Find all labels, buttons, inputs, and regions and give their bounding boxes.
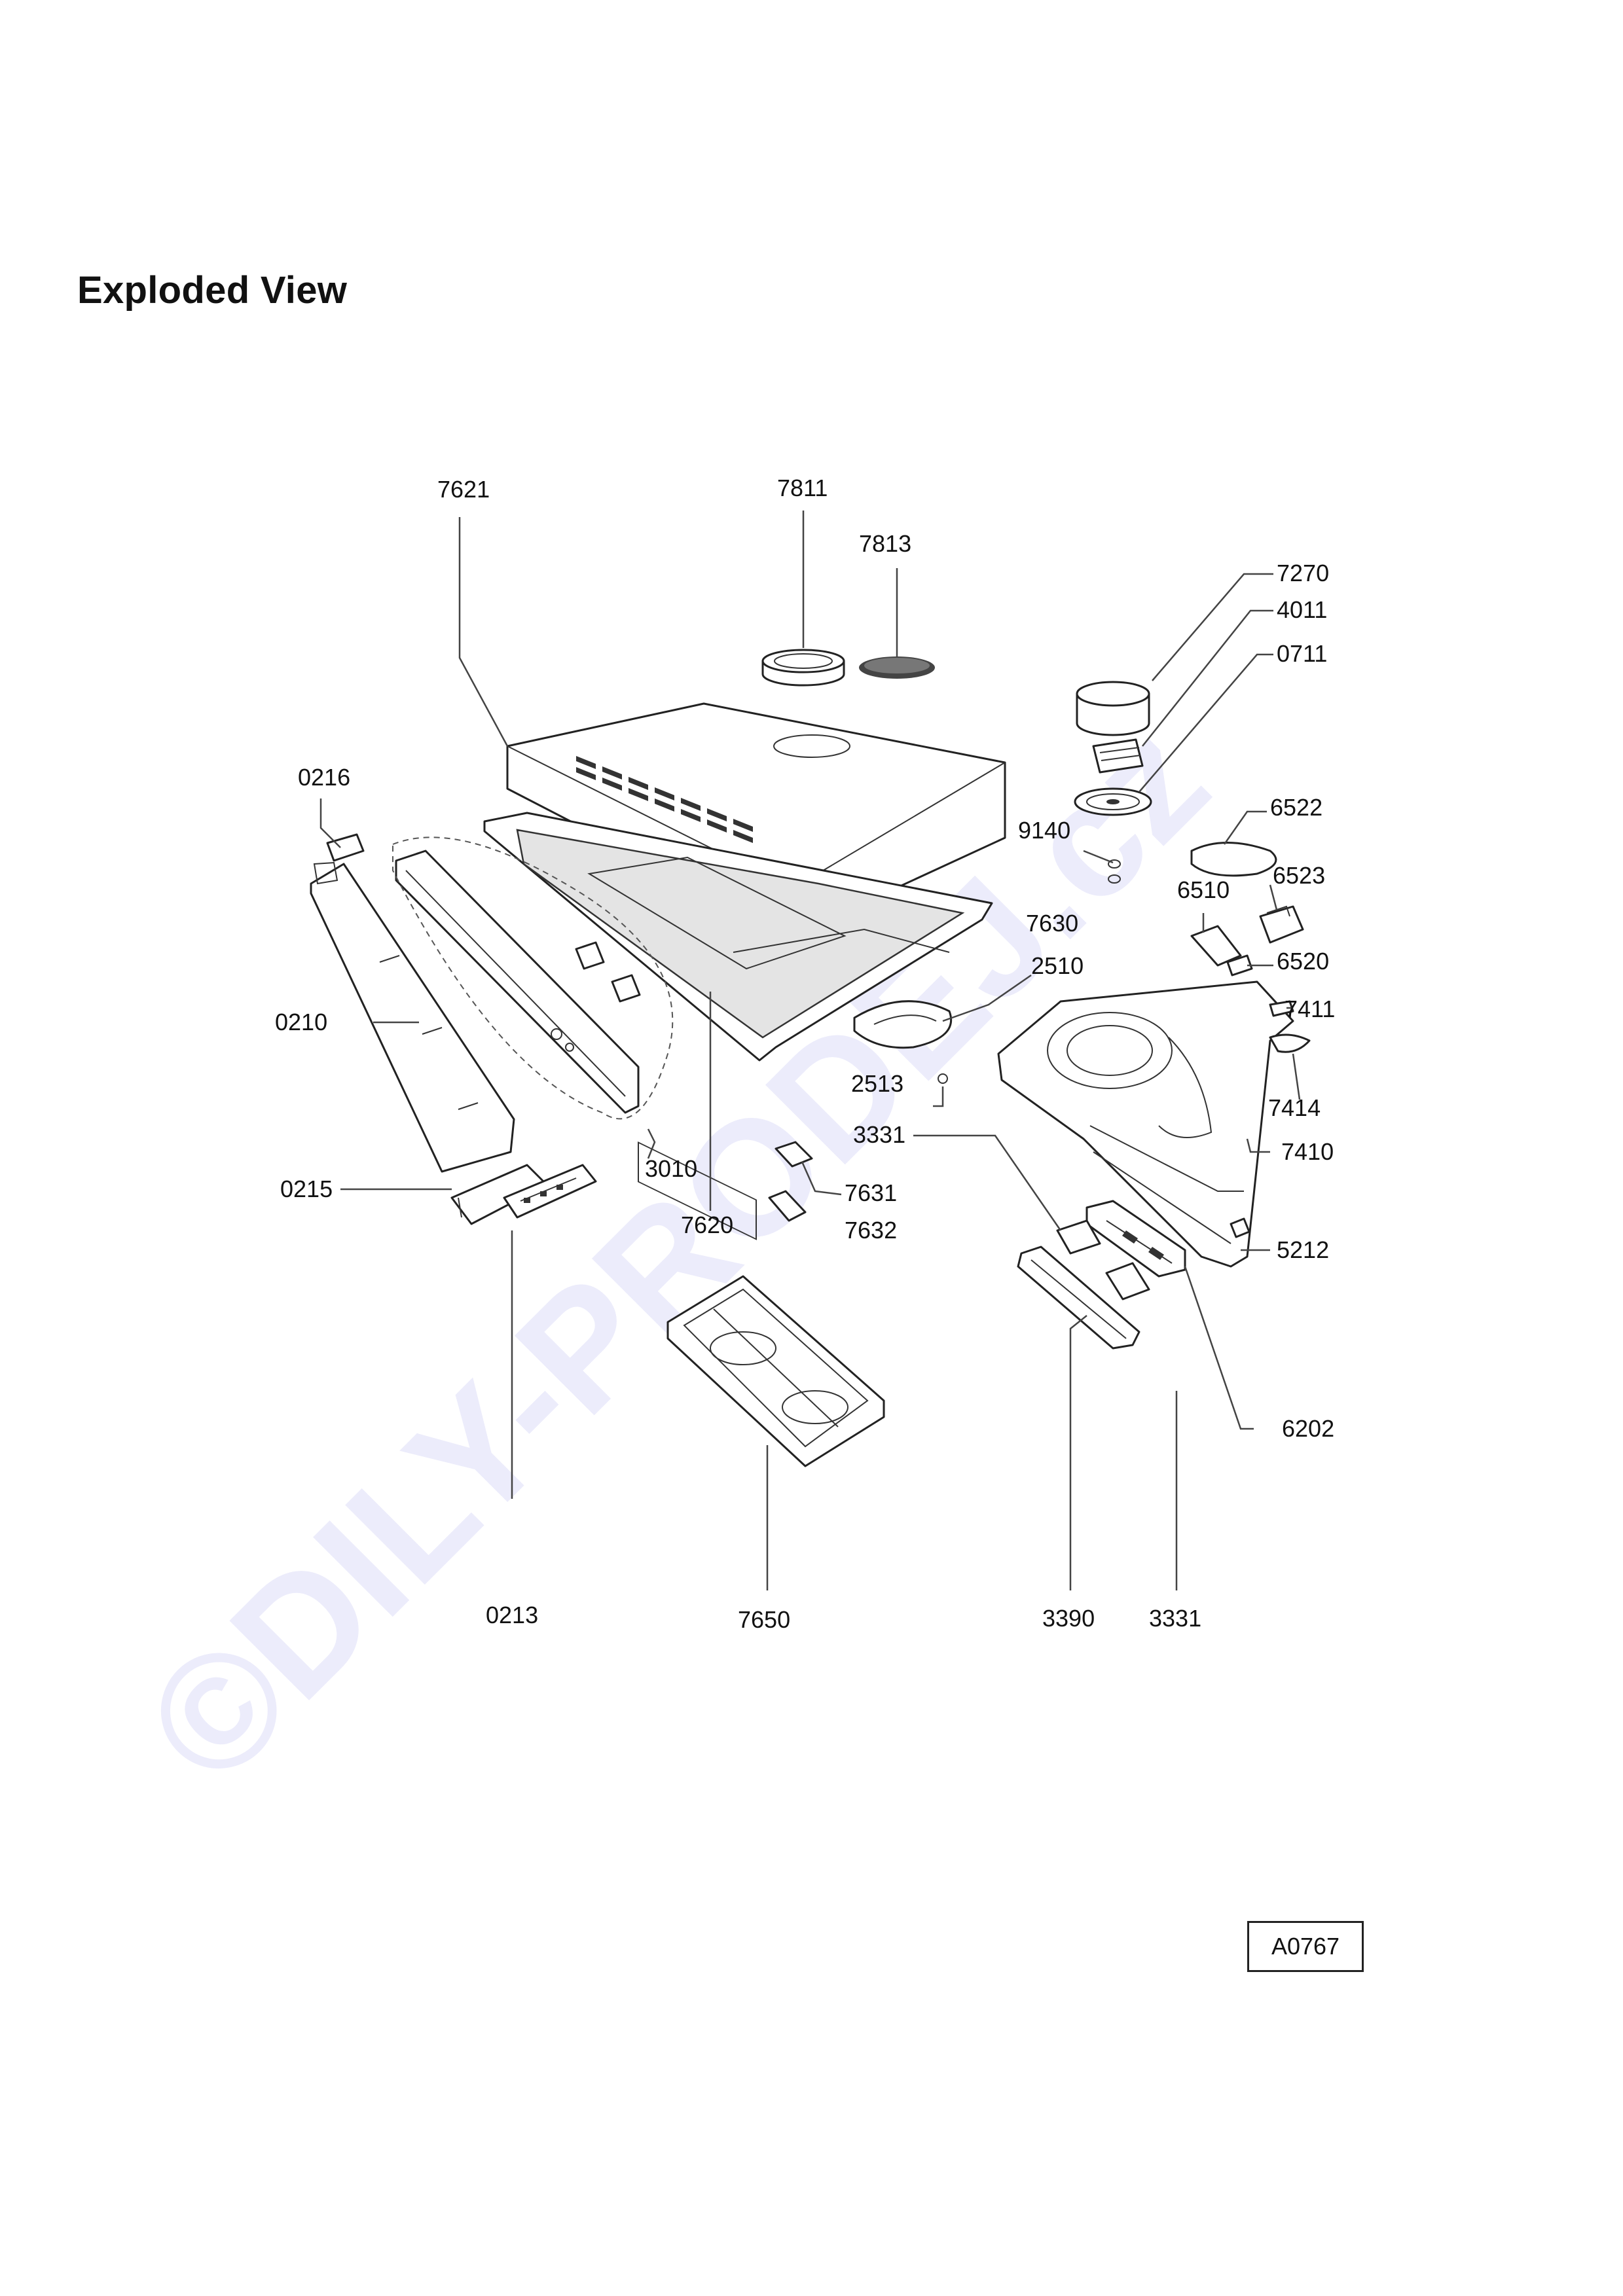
part-7620-bottom-panel	[483, 812, 993, 1062]
hood-vent-slots	[576, 756, 753, 843]
label-7630: 7630	[1026, 910, 1078, 937]
label-7270: 7270	[1277, 560, 1329, 586]
part-7813-filter-disc	[859, 656, 935, 679]
label-6520: 6520	[1277, 948, 1329, 975]
reference-code-box: A0767	[1247, 1921, 1364, 1972]
label-7620: 7620	[681, 1211, 733, 1238]
part-2510-lamp-cover	[853, 1000, 953, 1084]
label-7632: 7632	[845, 1217, 897, 1244]
label-3010: 3010	[645, 1155, 697, 1182]
label-4011: 4011	[1277, 596, 1327, 623]
part-3390-switch-bar	[1017, 1246, 1140, 1350]
part-7414-lever	[1269, 1033, 1311, 1053]
label-6523: 6523	[1273, 862, 1325, 889]
part-7811-collar	[761, 649, 845, 687]
label-0210: 0210	[275, 1009, 327, 1035]
part-7621-hood-body	[506, 702, 1006, 1240]
label-5212: 5212	[1277, 1236, 1329, 1263]
label-7411: 7411	[1285, 996, 1335, 1022]
label-7811: 7811	[777, 475, 828, 501]
part-6523-switch	[1259, 905, 1304, 944]
part-7631-clip	[775, 1141, 813, 1168]
part-0216-bracket	[313, 833, 365, 885]
label-3390: 3390	[1042, 1605, 1095, 1632]
part-3331-switch-lower	[1105, 1262, 1150, 1300]
label-0215: 0215	[280, 1175, 333, 1202]
leader-lines	[319, 511, 1301, 1590]
part-number-labels: 7621 7811 7813 7270 4011 0711 0216 6522 …	[275, 475, 1335, 1633]
label-7410: 7410	[1281, 1138, 1334, 1165]
label-3331: 3331	[853, 1121, 905, 1148]
part-7270-motor	[1076, 681, 1150, 736]
part-7650-filter-tray	[666, 1275, 885, 1467]
label-0711: 0711	[1277, 640, 1327, 667]
label-0216: 0216	[298, 764, 350, 791]
part-6522-wire	[1190, 842, 1277, 877]
label-6202: 6202	[1282, 1415, 1334, 1442]
part-0210-glass-panel	[310, 863, 515, 1173]
part-4011-capacitor	[1092, 738, 1144, 774]
label-7813: 7813	[859, 530, 911, 557]
label-2510: 2510	[1031, 952, 1084, 979]
part-9140-rings	[1108, 859, 1121, 884]
label-9140: 9140	[1018, 817, 1070, 844]
part-7410-fan-housing	[997, 980, 1294, 1268]
part-3331-switch-upper	[1056, 1219, 1101, 1255]
part-0213-switch	[503, 1164, 597, 1219]
label-3331-b: 3331	[1149, 1605, 1201, 1632]
part-6510-lamp	[1190, 925, 1242, 967]
label-7631: 7631	[845, 1179, 897, 1206]
part-5212-clip	[1230, 1217, 1250, 1238]
page-title: Exploded View	[77, 269, 348, 312]
label-6510: 6510	[1177, 876, 1230, 903]
label-7621: 7621	[437, 476, 490, 503]
label-6522: 6522	[1270, 794, 1322, 821]
label-0213: 0213	[486, 1602, 538, 1628]
label-2513: 2513	[851, 1070, 903, 1097]
part-0711-impeller	[1074, 787, 1152, 816]
reference-code: A0767	[1271, 1933, 1340, 1960]
part-7632-clip	[768, 1190, 807, 1222]
label-7650: 7650	[738, 1606, 790, 1633]
part-3010-control-bar	[392, 836, 674, 1120]
part-6520-socket	[1226, 954, 1253, 977]
part-7411-flap	[1269, 1000, 1294, 1017]
label-7414: 7414	[1268, 1094, 1321, 1121]
